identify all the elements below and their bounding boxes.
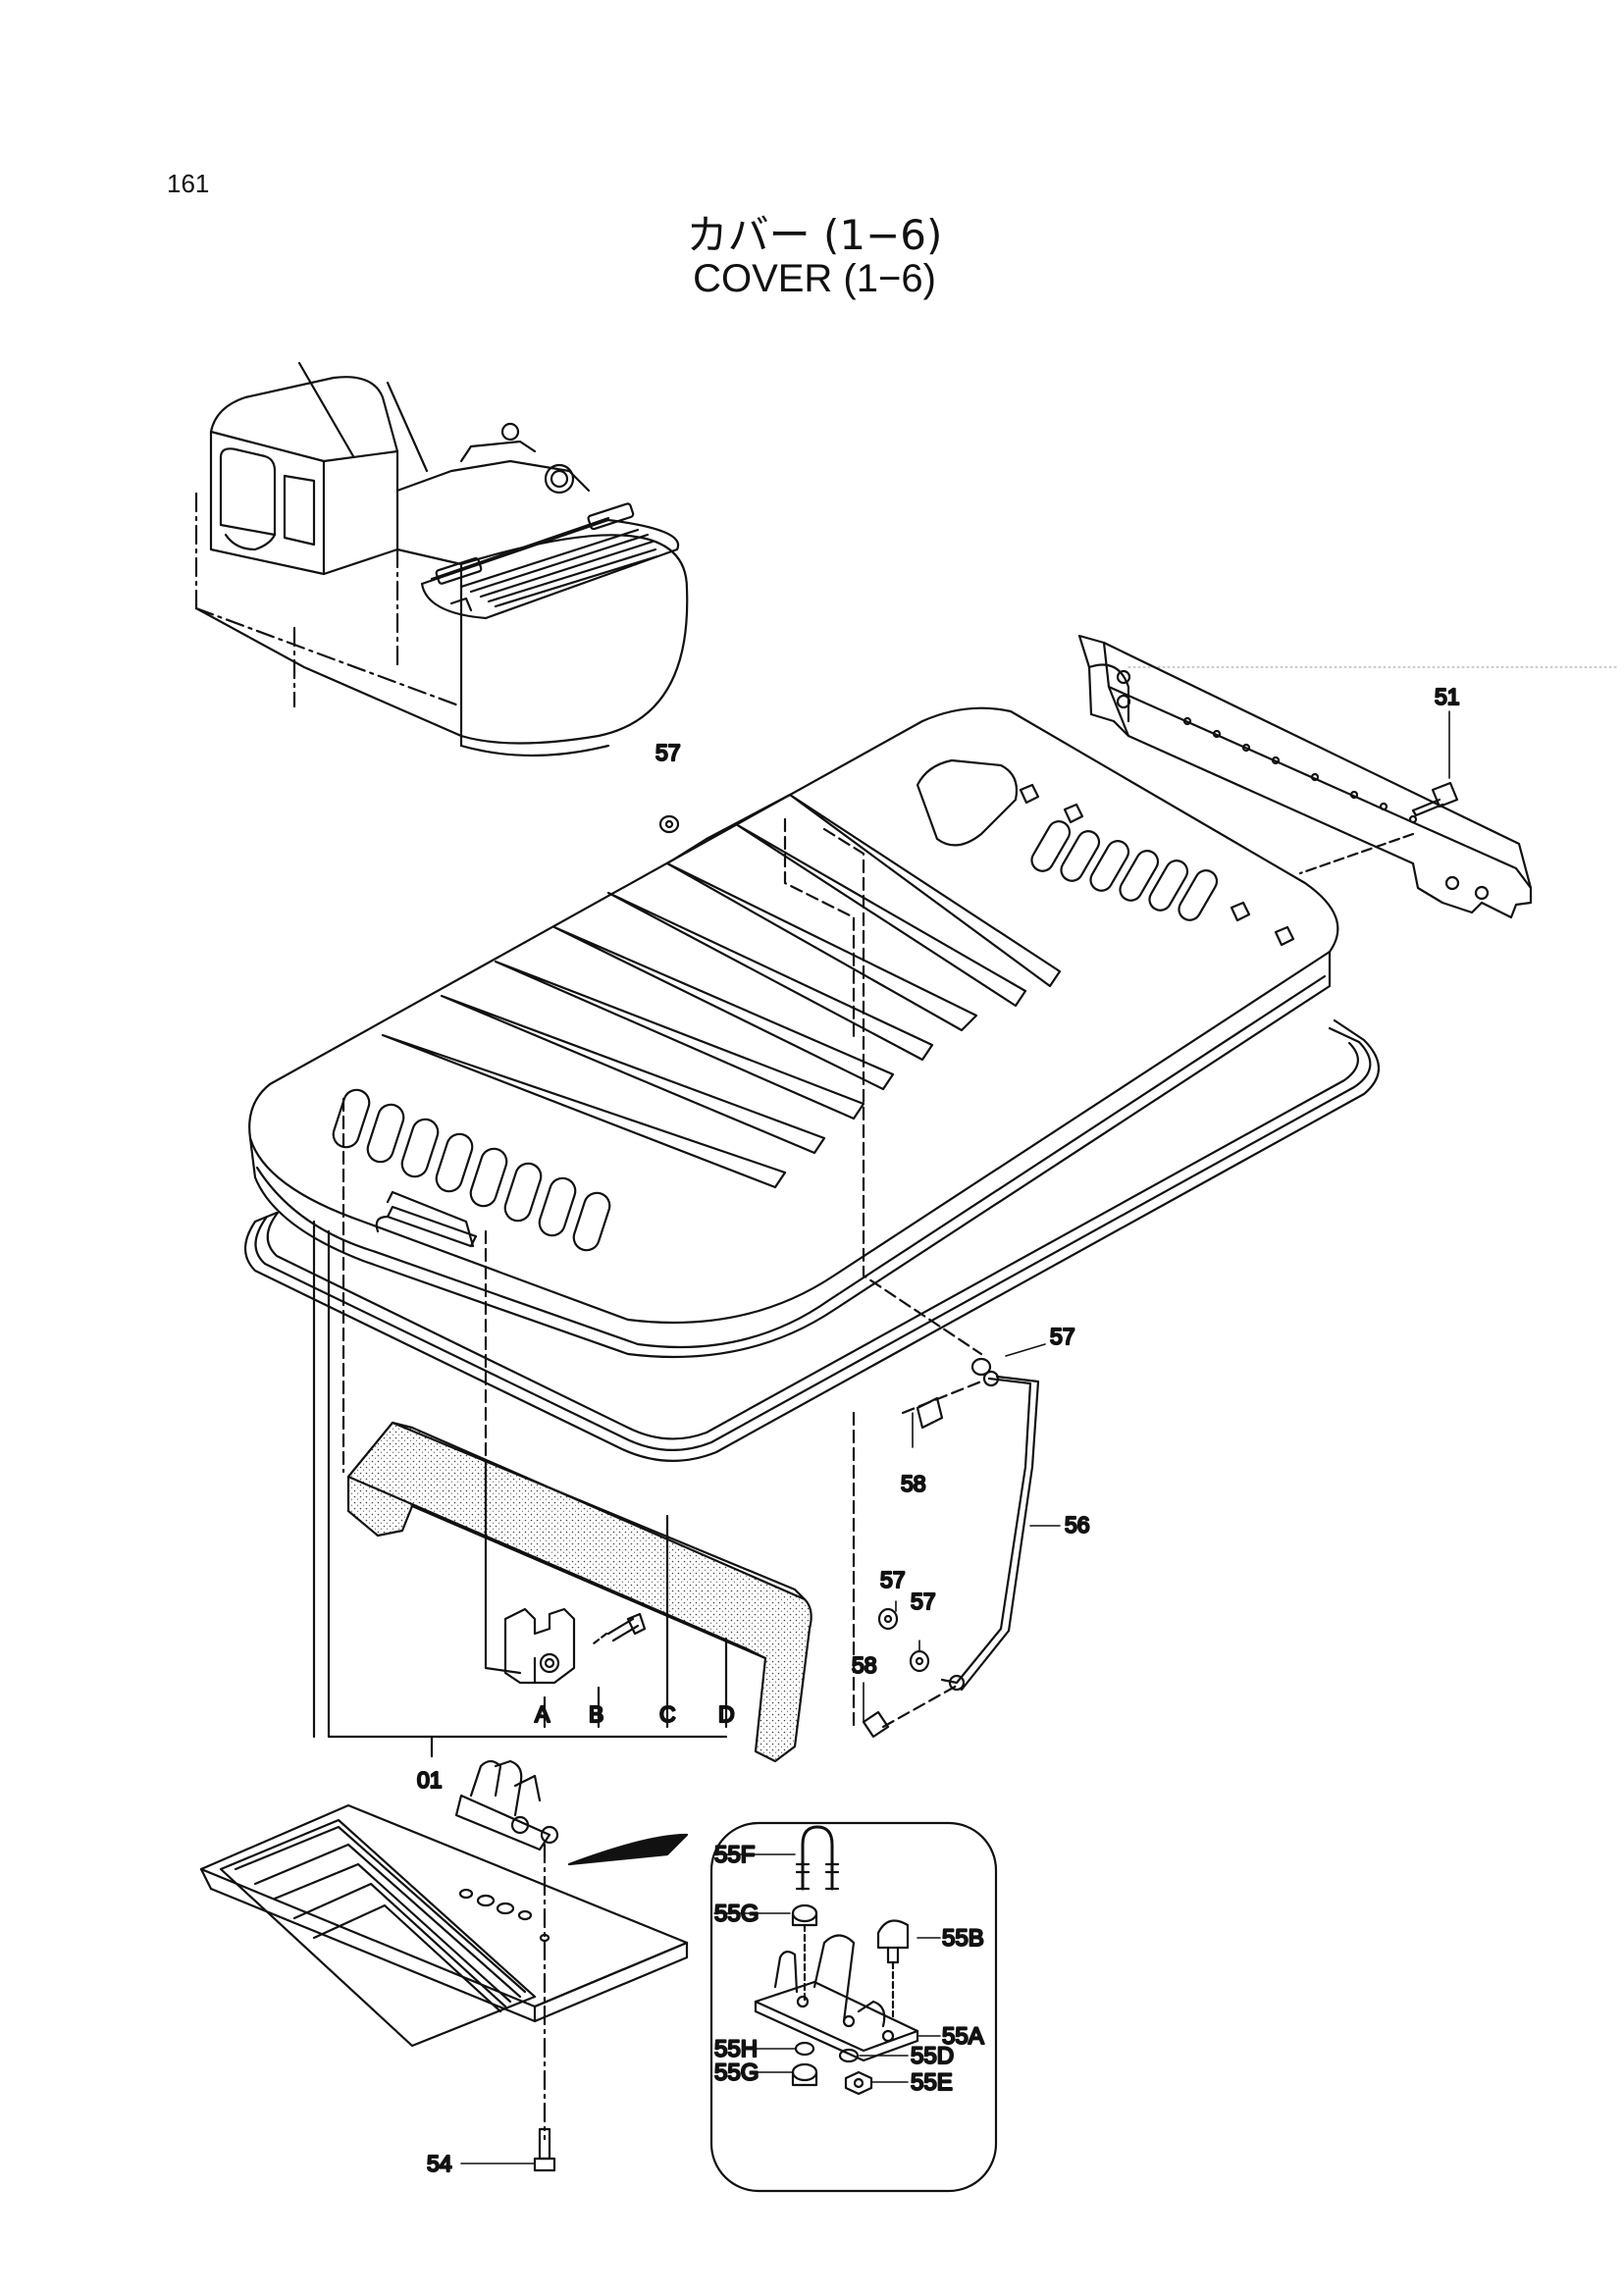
latch-plate-icon [454, 1759, 689, 2141]
callout-bracket-01 [312, 1220, 728, 1758]
callout-A: A [535, 1701, 550, 1727]
front-vent-slots [332, 1088, 611, 1252]
callout-57-c: 57 [911, 1589, 936, 1614]
detail-inset [709, 1821, 998, 2193]
callout-B: B [589, 1701, 603, 1727]
callout-58-upper: 58 [901, 1471, 926, 1496]
callout-55B: 55B [942, 1925, 984, 1952]
callout-55H: 55H [714, 2036, 758, 2062]
rubber-seal-icon [243, 1018, 1380, 1462]
engine-cover-icon [248, 706, 1339, 1474]
bolt-51-icon [1411, 781, 1459, 817]
callout-57-b: 57 [880, 1567, 906, 1592]
callout-55D: 55D [911, 2043, 954, 2069]
callout-57-right: 57 [1050, 1324, 1075, 1349]
callout-D: D [718, 1701, 735, 1727]
bolt-54-icon [533, 2127, 556, 2172]
callout-55E: 55E [911, 2069, 953, 2096]
callout-55A: 55A [942, 2023, 984, 2050]
callout-01: 01 [417, 1767, 443, 1793]
callout-55F: 55F [714, 1842, 755, 1868]
callout-56: 56 [1065, 1512, 1090, 1538]
leader-lines [460, 710, 1450, 2164]
support-stay-rod-icon [852, 1357, 1040, 1739]
title-japanese: カバー (1−6) [686, 211, 943, 259]
callout-55G-top: 55G [714, 1901, 759, 1927]
excavator-overview-icon [194, 361, 1620, 757]
grille-panel-icon [199, 1803, 689, 2048]
callout-C: C [659, 1701, 676, 1727]
callout-58-lower: 58 [852, 1652, 877, 1678]
callout-51: 51 [1435, 684, 1460, 709]
latch-assembly-icon [503, 1607, 647, 1685]
hinge-bracket-icon [1077, 634, 1533, 919]
title-english: COVER (1−6) [693, 257, 936, 300]
callout-54: 54 [427, 2151, 452, 2176]
washer-57-top [658, 814, 680, 834]
foam-strip-icon [346, 1421, 812, 1763]
rear-vent-slots [1030, 820, 1219, 921]
callout-57-top: 57 [655, 740, 681, 765]
page-number: 161 [167, 169, 210, 198]
callout-55G-bottom: 55G [714, 2059, 759, 2086]
